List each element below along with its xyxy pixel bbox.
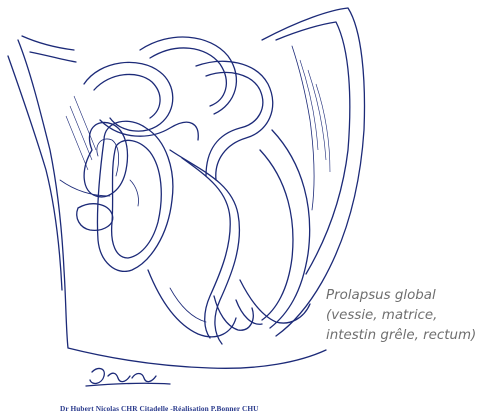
- caption-line-3: intestin grêle, rectum): [326, 326, 478, 346]
- caption-line-1: Prolapsus global: [326, 286, 478, 306]
- rectum: [240, 130, 310, 328]
- figure-caption: Prolapsus global (vessie, matrice, intes…: [326, 286, 478, 346]
- artist-signature: [86, 369, 170, 386]
- credit-line: Dr Hubert Nicolas CHR Citadelle -Réalisa…: [60, 404, 350, 413]
- body-outline: [8, 36, 326, 368]
- caption-line-2: (vessie, matrice,: [326, 306, 478, 326]
